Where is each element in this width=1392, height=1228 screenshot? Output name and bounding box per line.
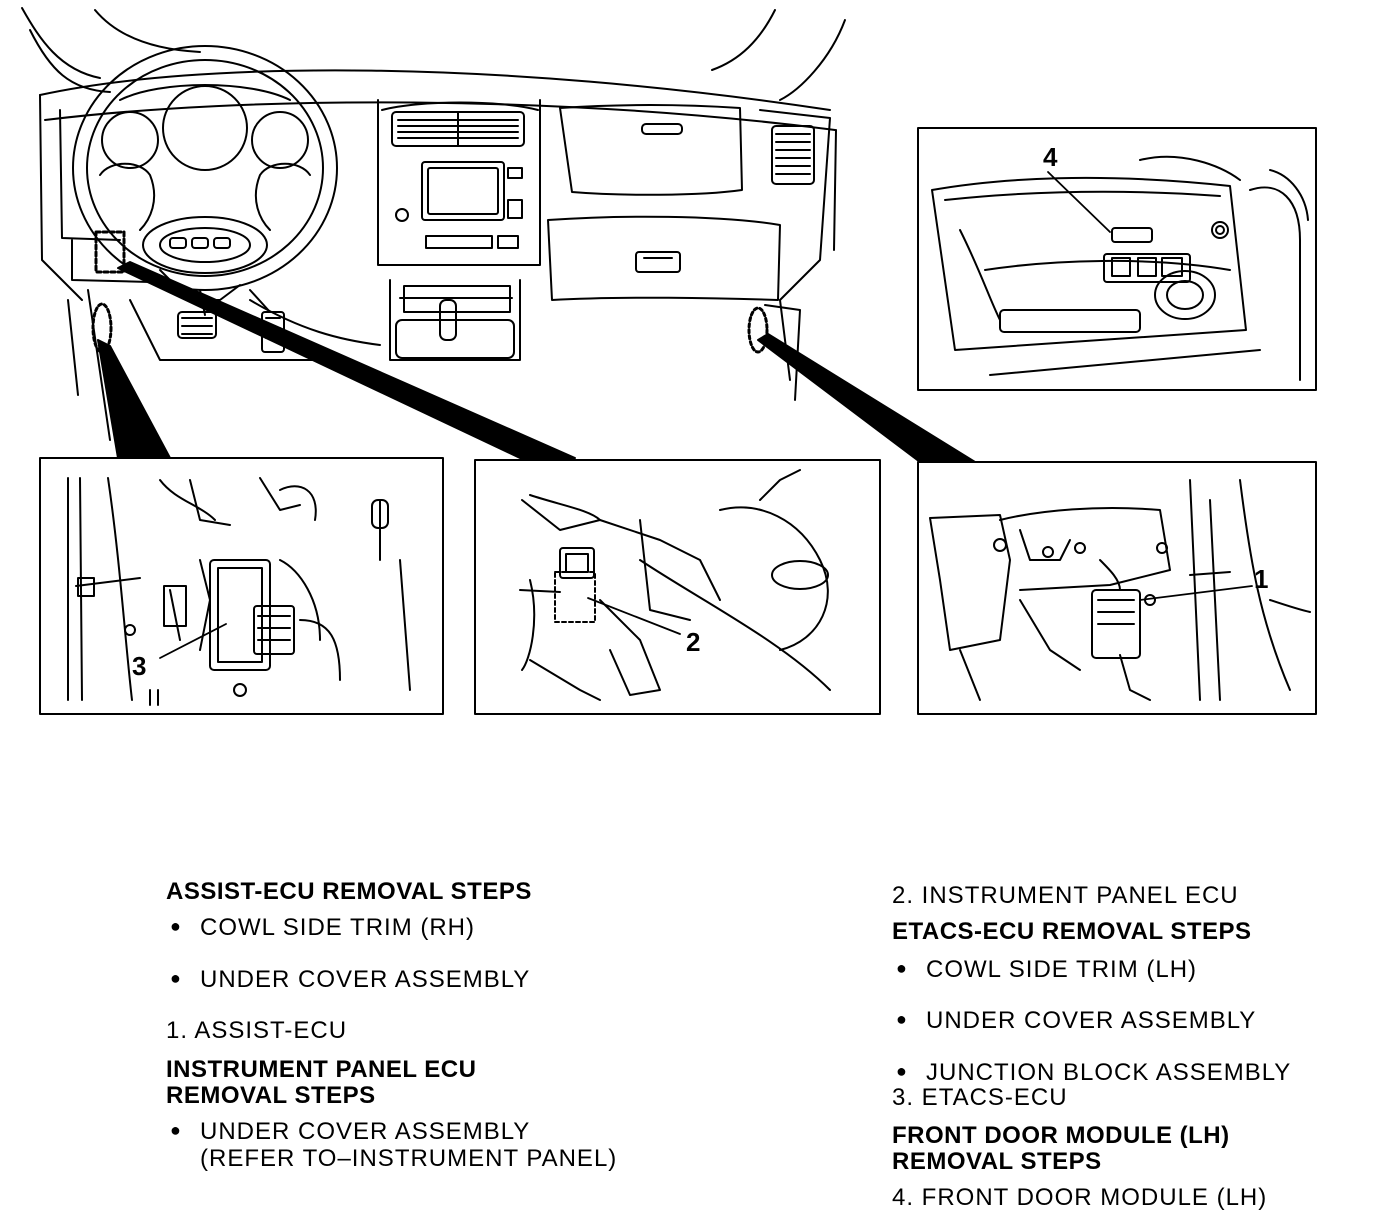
dashboard-diagram: 4 3 <box>21 7 1317 715</box>
ip-step-reference: (REFER TO–INSTRUMENT PANEL) <box>200 1145 618 1172</box>
callout-4: 4 <box>1043 142 1058 172</box>
etacs-step-cowl-side-trim: COWL SIDE TRIM (LH) <box>892 958 1197 982</box>
leader-wedge-1 <box>757 333 976 463</box>
assist-step-cowl-side-trim: COWL SIDE TRIM (RH) <box>166 916 475 940</box>
left-steps-column: ASSIST-ECU REMOVAL STEPS COWL SIDE TRIM … <box>166 878 726 1208</box>
inset-etacs-ecu: 3 <box>39 457 444 715</box>
etacs-ecu-location-marker <box>747 306 769 354</box>
door-module-item: 4. FRONT DOOR MODULE (LH) <box>892 1184 1268 1211</box>
ip-ecu-heading-line1: INSTRUMENT PANEL ECU <box>166 1056 477 1083</box>
callout-1: 1 <box>1254 564 1268 594</box>
ip-ecu-item: 2. INSTRUMENT PANEL ECU <box>892 882 1239 909</box>
inset-instrument-panel-ecu: 2 <box>474 459 881 715</box>
center-console <box>377 99 541 361</box>
etacs-step-under-cover: UNDER COVER ASSEMBLY <box>892 1009 1256 1033</box>
door-module-heading-line1: FRONT DOOR MODULE (LH) <box>892 1122 1230 1149</box>
assist-ecu-heading: ASSIST-ECU REMOVAL STEPS <box>166 878 532 905</box>
glovebox <box>547 104 837 301</box>
inset-front-door-module: 4 <box>917 127 1317 391</box>
inset-assist-ecu: 1 <box>917 461 1317 715</box>
ip-step-under-cover: UNDER COVER ASSEMBLY <box>166 1120 530 1144</box>
etacs-step-junction-block: JUNCTION BLOCK ASSEMBLY <box>892 1061 1291 1085</box>
ip-ecu-location-marker <box>94 230 126 274</box>
etacs-ecu-item: 3. ETACS-ECU <box>892 1084 1068 1111</box>
ip-ecu-heading-line2: REMOVAL STEPS <box>166 1082 376 1109</box>
assist-ecu-item: 1. ASSIST-ECU <box>166 1017 348 1044</box>
door-module-heading-line2: REMOVAL STEPS <box>892 1148 1102 1175</box>
assist-step-under-cover: UNDER COVER ASSEMBLY <box>166 968 530 992</box>
callout-3: 3 <box>132 651 146 681</box>
dashboard-overview <box>21 7 976 463</box>
steering-wheel <box>72 45 338 291</box>
callout-2: 2 <box>686 627 700 657</box>
right-steps-column: 2. INSTRUMENT PANEL ECU ETACS-ECU REMOVA… <box>892 882 1372 1217</box>
etacs-ecu-heading: ETACS-ECU REMOVAL STEPS <box>892 918 1252 945</box>
leader-wedge-2 <box>117 261 576 459</box>
